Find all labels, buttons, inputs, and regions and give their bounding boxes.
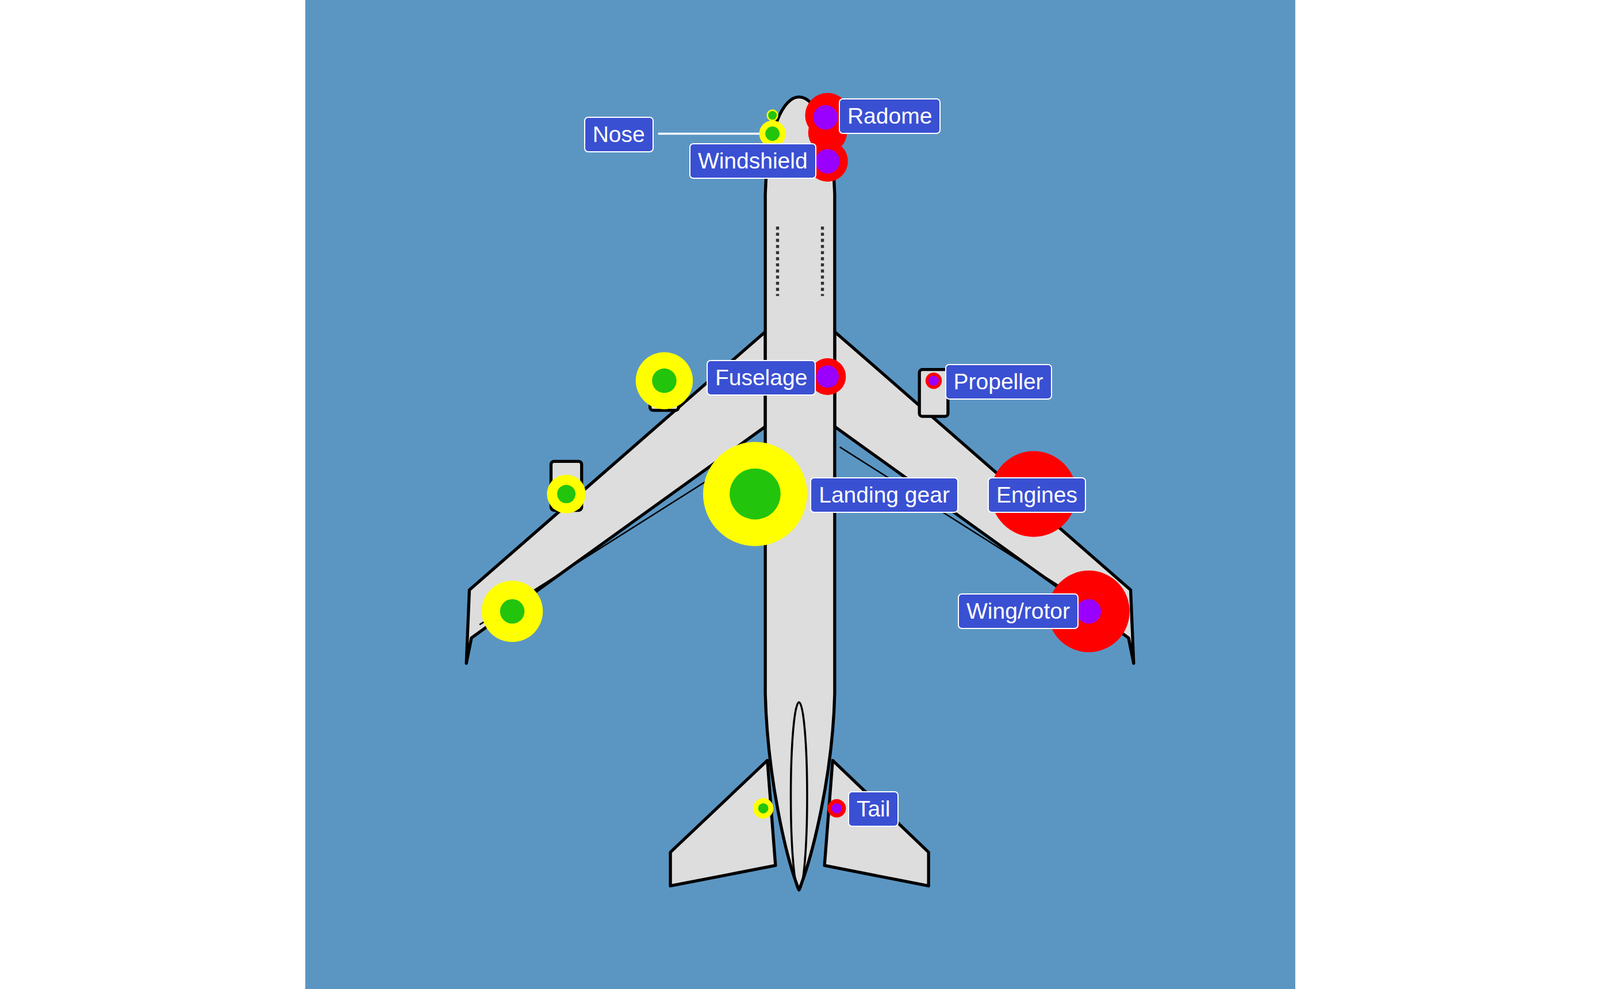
damage-bubble [500, 599, 525, 624]
part-label: Nose [584, 116, 654, 153]
damage-bubble [651, 368, 677, 394]
leader-line [658, 132, 773, 136]
damage-bubble [557, 484, 576, 504]
damage-bubble [831, 803, 843, 814]
cabin-windows [776, 226, 780, 297]
part-name: Nose [592, 121, 646, 148]
strike-bubble [481, 580, 543, 643]
part-label: Windshield [689, 143, 817, 179]
strike-bubble [827, 799, 846, 818]
part-label: Radome [838, 98, 941, 134]
right-stabilizer [824, 760, 929, 886]
part-name: Tail [856, 795, 891, 823]
damage-bubble [813, 105, 839, 130]
strike-bubble [753, 797, 774, 819]
damage-bubble [928, 375, 939, 386]
part-label: Wing/rotor [957, 593, 1079, 629]
part-label: Tail [848, 791, 900, 827]
part-name: Windshield [697, 147, 808, 175]
part-label: Fuselage [706, 359, 816, 396]
strike-bubble [546, 474, 586, 513]
part-label: Landing gear [810, 477, 959, 513]
strike-bubble [703, 442, 808, 547]
strike-bubble [635, 351, 693, 409]
damage-bubble [765, 126, 780, 141]
part-label: Propeller [945, 363, 1053, 400]
damage-bubble [758, 803, 769, 814]
vertical-fin [791, 701, 808, 890]
part-name: Radome [847, 102, 932, 130]
part-name: Propeller [953, 368, 1044, 395]
strike-bubble [767, 110, 778, 121]
part-name: Fuselage [715, 364, 808, 391]
damage-bubble [1076, 599, 1101, 624]
damage-bubble [815, 148, 840, 174]
cabin-windows [820, 226, 824, 297]
part-name: Engines [996, 481, 1078, 509]
part-label: Engines [987, 477, 1087, 513]
damage-bubble [729, 468, 781, 520]
left-stabilizer [670, 760, 776, 886]
strike-bubble [925, 372, 942, 389]
part-name: Wing/rotor [966, 597, 1070, 625]
engine-nacelle [919, 369, 949, 417]
damage-bubble [816, 365, 839, 388]
part-name: Landing gear [818, 481, 950, 509]
